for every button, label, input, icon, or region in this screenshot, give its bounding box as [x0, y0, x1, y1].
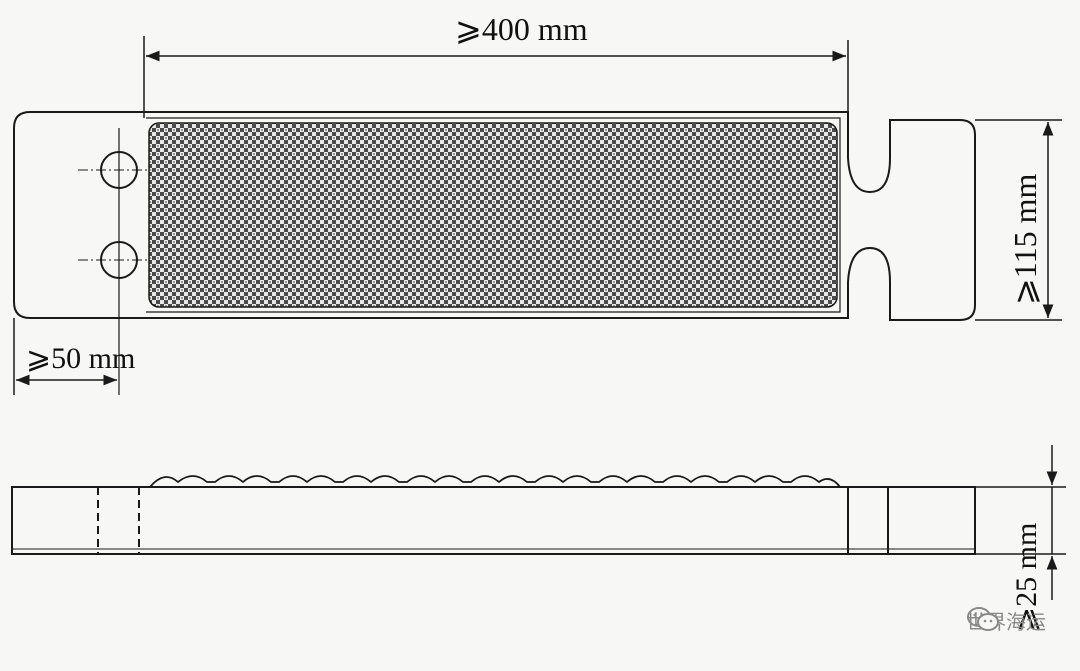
- watermark: 世界海运: [966, 606, 1046, 635]
- reflective-surface: [148, 122, 838, 308]
- top-view-outline: [13, 111, 976, 321]
- dim-width-label: ⩾115 mm: [1007, 173, 1043, 305]
- side-view-body: [11, 486, 976, 555]
- dim-thickness-label: ⩾25 mm: [1010, 523, 1043, 632]
- dim-length-label: ⩾400 mm: [455, 11, 588, 47]
- dim-thickness: [975, 445, 1066, 600]
- dim-edge-offset-label: ⩾50 mm: [26, 342, 135, 375]
- wechat-icon: [967, 607, 999, 631]
- dim-width: [975, 119, 1062, 321]
- side-view-wavy-surface: [149, 475, 841, 488]
- top-view-inner-edge: [146, 117, 841, 313]
- dim-length: [143, 36, 849, 118]
- dim-edge-offset: [13, 318, 117, 395]
- side-view: [11, 475, 976, 555]
- top-view: [13, 111, 976, 395]
